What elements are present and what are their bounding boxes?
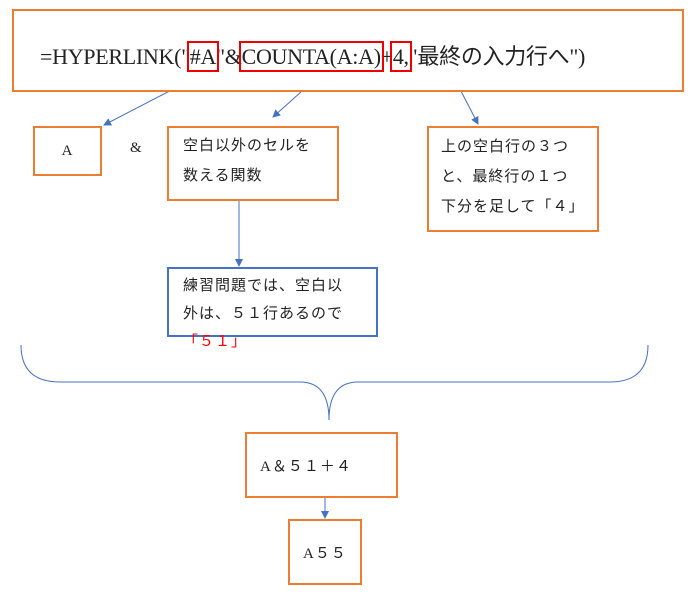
box-a: A bbox=[33, 126, 102, 176]
highlight-counta: COUNTA(A:A) bbox=[238, 41, 384, 72]
box-counta: 空白以外のセルを 数える関数 bbox=[167, 126, 339, 201]
formula-box: =HYPERLINK("#A"&COUNTA(A:A)+4,"最終の入力行へ") bbox=[12, 9, 684, 92]
box-4-line: 上の空白行の３つ bbox=[441, 139, 570, 155]
box-count51: 練習問題では、空白以 外は、５１行あるので 「５１」 bbox=[167, 267, 378, 350]
brace bbox=[20, 344, 649, 421]
highlight-4: 4, bbox=[389, 41, 412, 72]
box-4-line: 下分を足して「４」 bbox=[441, 199, 585, 215]
box-result-text: A５５ bbox=[303, 546, 347, 562]
formula-text: =HYPERLINK("#A"&COUNTA(A:A)+4,"最終の入力行へ") bbox=[40, 39, 586, 72]
formula-amp: "& bbox=[216, 44, 242, 69]
box-sum: A＆５１＋４ bbox=[245, 432, 398, 498]
formula-plus: + bbox=[380, 44, 393, 69]
formula-prefix: =HYPERLINK(" bbox=[40, 44, 190, 69]
formula-suffix: "最終の入力行へ") bbox=[408, 44, 586, 69]
box-4: 上の空白行の３つ と、最終行の１つ 下分を足して「４」 bbox=[427, 126, 599, 232]
box-sum-text: A＆５１＋４ bbox=[260, 459, 352, 475]
box-counta-line: 空白以外のセルを bbox=[183, 138, 312, 154]
ampersand-label: & bbox=[130, 140, 143, 156]
box-result: A５５ bbox=[288, 519, 362, 585]
box-4-line: と、最終行の１つ bbox=[441, 169, 569, 185]
box-count51-value: 「５１」 bbox=[183, 334, 248, 350]
highlight-a: #A bbox=[186, 41, 220, 72]
box-counta-line: 数える関数 bbox=[183, 168, 263, 184]
box-count51-line: 練習問題では、空白以 bbox=[183, 278, 344, 294]
box-count51-line: 外は、５１行あるので bbox=[183, 306, 344, 322]
box-a-text: A bbox=[61, 143, 74, 159]
